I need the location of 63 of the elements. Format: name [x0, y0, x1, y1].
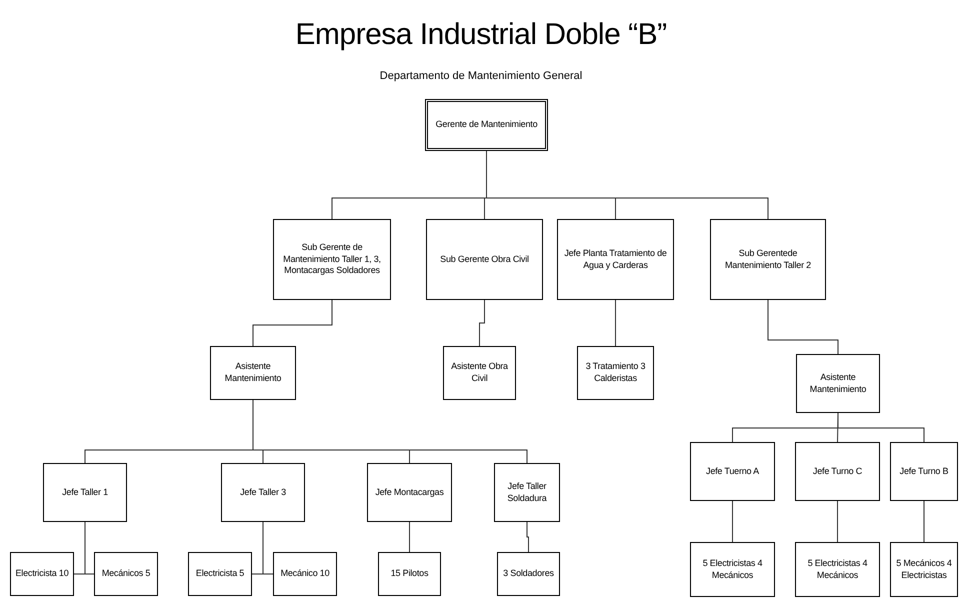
org-box: [425, 99, 548, 151]
org-box: [273, 552, 337, 596]
connector-line: [837, 500, 838, 542]
connector-line: [479, 300, 485, 346]
org-box: [494, 463, 560, 522]
role-label: 3 Tratamiento 3 Calderistas: [584, 361, 646, 385]
org-box: [796, 354, 880, 413]
connector-line: [252, 300, 332, 346]
org-box: [690, 442, 775, 501]
org-box: [690, 542, 775, 597]
role-label: 5 Electricistas 4 Mecánicos: [806, 558, 868, 582]
role-label: Asistente Obra Civil: [450, 361, 509, 385]
role-label: Jefe Turno C: [812, 466, 862, 478]
org-box: [273, 219, 391, 300]
org-box: [426, 219, 543, 300]
org-box: [188, 552, 252, 596]
role-label: Jefe Turno B: [900, 466, 948, 478]
org-box: [210, 346, 296, 400]
title: Empresa Industrial Doble “B”: [295, 18, 667, 51]
role-label: 3 Soldadores: [503, 568, 554, 580]
org-box: [795, 542, 880, 597]
role-label: Mecánico 10: [280, 568, 330, 580]
role-label: 5 Mecánicos 4 Electricistas: [895, 558, 953, 582]
role-label: Jefe Taller 3: [240, 486, 286, 498]
org-box: [557, 219, 674, 300]
org-box: [367, 463, 452, 522]
org-box: [497, 552, 560, 596]
role-label: Electricista 10: [15, 568, 69, 580]
role-label: Jefe Planta Tratamiento de Agua y Carderas: [563, 248, 668, 272]
role-label: Asistente Mantenimiento: [808, 372, 868, 396]
connector-line: [768, 300, 838, 354]
role-label: Mecánicos 5: [102, 568, 150, 580]
org-box: [443, 346, 516, 400]
org-box: [10, 552, 74, 596]
role-label: Gerente de Mantenimiento: [436, 119, 538, 131]
connector-line: [526, 522, 529, 552]
role-label: Jefe Montacargas: [375, 486, 444, 498]
org-box: [94, 552, 158, 596]
subtitle: Departamento de Mantenimiento General: [380, 70, 582, 82]
role-label: Jefe Taller 1: [62, 486, 108, 498]
role-label: Jefe Tuerno A: [706, 466, 759, 478]
org-box: [378, 552, 441, 596]
org-box: [890, 542, 958, 597]
org-box: [221, 463, 305, 522]
org-box: [577, 346, 654, 400]
org-box: [890, 442, 958, 501]
role-label: Asistente Mantenimiento: [224, 361, 282, 385]
org-box: [43, 463, 127, 522]
org-box: [795, 442, 880, 501]
role-label: Sub Gerente de Mantenimiento Taller 1, 3, Montacargas Soldadores: [282, 242, 382, 278]
connector-line: [409, 522, 410, 552]
role-label: 5 Electricistas 4 Mecánicos: [702, 558, 764, 582]
role-label: Sub Gerente Obra Civil: [440, 254, 529, 266]
org-box: [710, 219, 826, 300]
role-label: Jefe Taller Soldadura: [506, 480, 548, 504]
role-label: Electricista 5: [196, 568, 244, 580]
connector-line: [262, 522, 274, 574]
connector-line: [84, 522, 94, 574]
role-label: Sub Gerentede Mantenimiento Taller 2: [724, 248, 812, 272]
connector-line: [732, 500, 733, 542]
role-label: 15 Pilotos: [390, 568, 428, 580]
connector-line: [838, 412, 924, 442]
connector-line: [615, 300, 616, 346]
